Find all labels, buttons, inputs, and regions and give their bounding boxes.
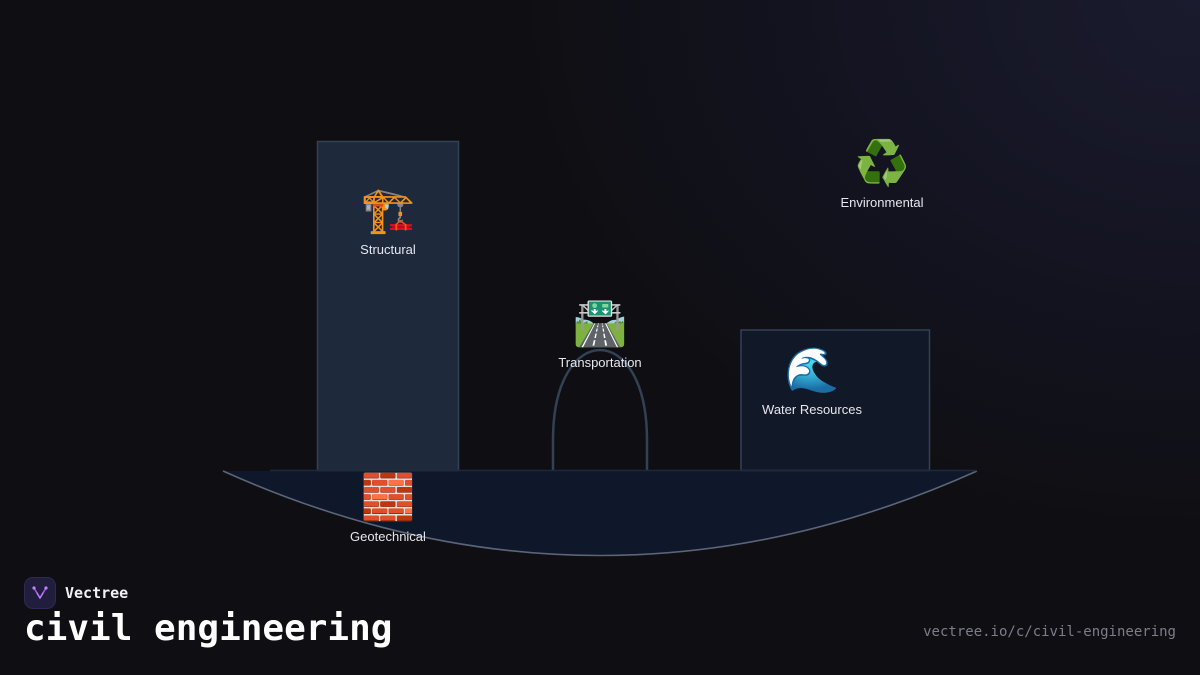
brick-icon: 🧱: [360, 472, 416, 523]
motorway-icon: 🛣️: [572, 298, 628, 349]
node-geotechnical: 🧱 Geotechnical: [308, 472, 468, 545]
recycling-icon: ♻️: [854, 138, 910, 189]
node-label-environmental: Environmental: [840, 195, 924, 210]
node-transportation: 🛣️ Transportation: [520, 298, 680, 371]
construction-crane-icon: 🏗️: [360, 185, 416, 236]
brand: Vectree: [24, 577, 128, 609]
node-water-resources: 🌊 Water Resources: [732, 345, 892, 418]
brand-name: Vectree: [65, 584, 129, 602]
node-label-water-resources: Water Resources: [762, 402, 862, 417]
node-label-structural: Structural: [360, 242, 416, 257]
ground-curve-outline: [222, 470, 978, 557]
node-environmental: ♻️ Environmental: [802, 138, 962, 211]
node-structural: 🏗️ Structural: [308, 185, 468, 258]
node-label-transportation: Transportation: [558, 355, 642, 370]
water-wave-icon: 🌊: [784, 345, 840, 396]
node-label-geotechnical: Geotechnical: [350, 529, 426, 544]
page-url-link[interactable]: vectree.io/c/civil-engineering: [923, 624, 1176, 640]
transportation-arch-shape: [551, 348, 649, 471]
structural-tower-shape: [316, 140, 460, 472]
vectree-logo-icon: [24, 577, 56, 609]
page-title: civil engineering: [24, 608, 393, 649]
